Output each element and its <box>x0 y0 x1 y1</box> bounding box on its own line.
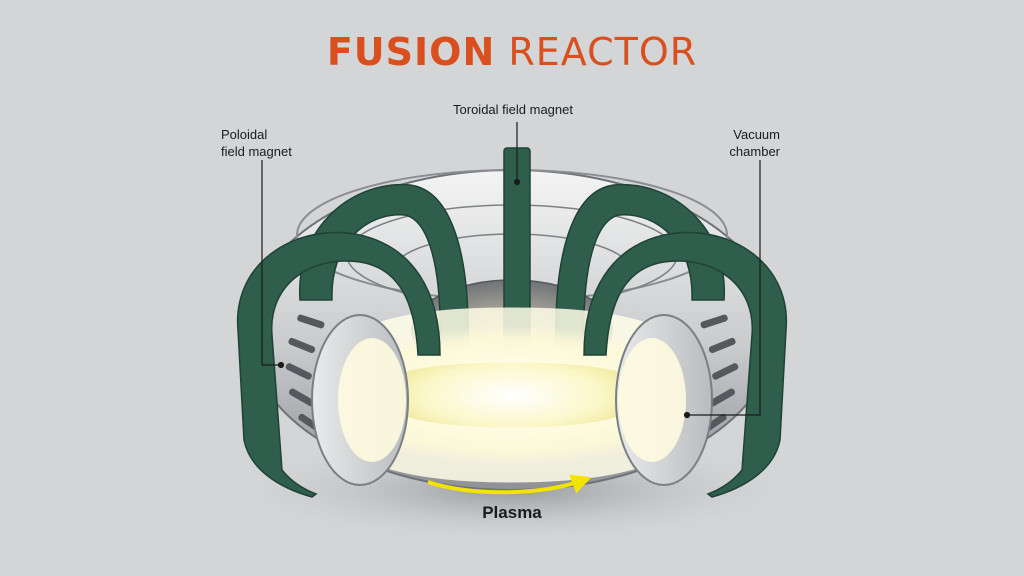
label-vacuum-line2: chamber <box>729 144 780 159</box>
chamber-ribs-left <box>285 314 325 433</box>
leader-lines <box>261 122 761 419</box>
plasma-direction-arrow <box>427 474 592 495</box>
leader-toroidal-dot <box>513 178 521 186</box>
chamber-ribs-right <box>700 314 739 433</box>
title-word-reactor: REACTOR <box>508 30 698 74</box>
label-toroidal-field-magnet: Toroidal field magnet <box>453 102 573 117</box>
diagram-title: FUSION REACTOR <box>0 30 1024 74</box>
poloidal-magnet-front-right <box>583 231 787 498</box>
label-plasma: Plasma <box>482 503 542 522</box>
title-word-fusion: FUSION <box>326 30 496 74</box>
plasma-section-left <box>338 338 406 462</box>
leader-vacuum-dot <box>683 411 691 419</box>
label-vacuum-line1: Vacuum <box>733 127 780 142</box>
leader-poloidal <box>261 160 280 366</box>
poloidal-magnet-front-left <box>237 231 441 498</box>
leader-poloidal-dot <box>277 361 285 369</box>
label-poloidal-field-magnet: Poloidal field magnet <box>221 126 341 160</box>
plasma-section-right <box>618 338 686 462</box>
label-vacuum-chamber: Vacuum chamber <box>700 126 780 160</box>
label-poloidal-line1: Poloidal <box>221 127 268 142</box>
leader-vacuum <box>688 160 761 416</box>
label-poloidal-line2: field magnet <box>221 144 292 159</box>
